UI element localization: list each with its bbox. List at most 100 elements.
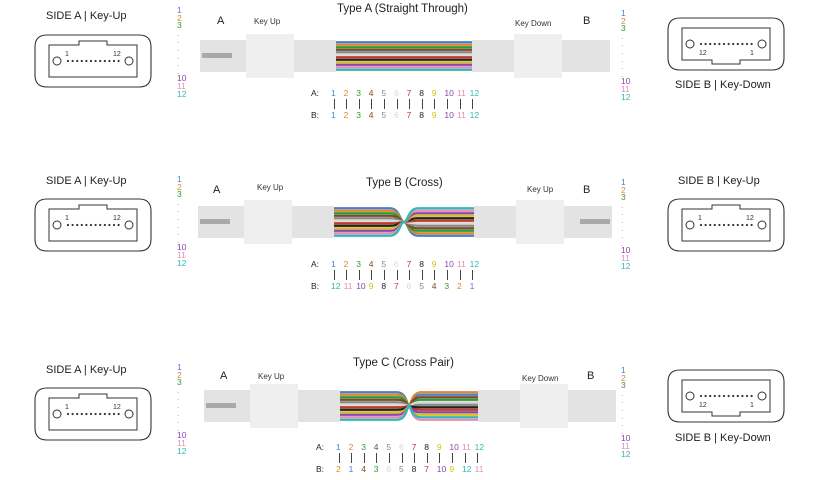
fiber-number: 3: [621, 23, 626, 34]
fiber-dot: [745, 223, 749, 227]
ferrule: [48, 40, 138, 78]
fiber-number: .: [621, 30, 624, 41]
fiber-dot: [750, 42, 753, 46]
map-top-number: 2: [348, 442, 354, 452]
map-bottom-number: 11: [457, 110, 466, 120]
guide-hole: [685, 391, 695, 401]
map-connector-line: [409, 270, 411, 280]
guide-hole: [124, 220, 134, 230]
ferrule: [681, 204, 771, 242]
fiber-dot: [80, 223, 83, 227]
fiber-dot: [66, 412, 70, 416]
fiber-number: 3: [177, 189, 182, 200]
fiber-number: 11: [621, 83, 630, 94]
map-a-label: A:: [311, 88, 320, 98]
map-connector-line: [351, 453, 353, 463]
right-boot: [562, 40, 610, 72]
polarity-type-title: Type B (Cross): [366, 177, 443, 189]
fiber-number: 10: [621, 245, 631, 256]
fiber-dot: [99, 412, 102, 416]
map-connector-line: [338, 453, 340, 463]
map-top-number: 6: [394, 259, 399, 269]
fiber-number: 1: [177, 174, 182, 184]
map-bottom-number: 7: [394, 281, 399, 291]
guide-hole: [757, 220, 767, 230]
right-strain-relief: [472, 40, 514, 72]
map-connector-line: [464, 453, 466, 463]
fiber-dot: [112, 412, 116, 416]
fiber-number: .: [621, 230, 624, 241]
map-bottom-number: 9: [449, 464, 455, 474]
map-top-number: 12: [469, 88, 480, 98]
right-strain-relief: [474, 206, 516, 238]
guide-hole: [52, 409, 62, 419]
side-a-label: SIDE A | Key-Up: [46, 364, 127, 376]
key-a-label: Key Up: [258, 372, 285, 381]
fiber-dot: [704, 42, 707, 46]
fiber-number: .: [621, 53, 624, 64]
fiber-dot: [76, 59, 79, 63]
ferrule: [48, 204, 138, 242]
fiber-number: .: [177, 422, 180, 433]
map-bottom-number: 8: [381, 281, 387, 291]
fiber-number: 3: [177, 20, 182, 31]
end-b-label: B: [583, 184, 591, 196]
fiber-dot: [103, 412, 106, 416]
map-bottom-number: 4: [368, 110, 374, 120]
fiber-number: .: [177, 204, 180, 215]
fiber-dot: [66, 223, 70, 227]
fiber-number: .: [177, 65, 180, 76]
map-top-number: 5: [386, 442, 392, 452]
side-b-label: SIDE B | Key-Up: [678, 175, 760, 187]
map-top-number: 3: [356, 88, 361, 98]
fiber-number: .: [621, 237, 624, 248]
ferrule: [681, 27, 771, 65]
fiber-dot: [713, 394, 716, 398]
map-connector-line: [333, 270, 335, 280]
fiber-dot: [750, 394, 753, 398]
fiber-dot: [108, 59, 111, 63]
map-connector-line: [383, 99, 385, 109]
ferrule: [681, 379, 771, 417]
fiber-dot: [85, 223, 88, 227]
map-bottom-number: 1: [469, 281, 475, 291]
fiber-dot: [99, 223, 102, 227]
map-bottom-number: 3: [444, 281, 450, 291]
left-housing: [246, 34, 294, 78]
fiber-dot: [713, 223, 716, 227]
map-top-number: 7: [411, 442, 417, 452]
map-top-number: 10: [449, 442, 459, 452]
map-top-number: 8: [419, 88, 424, 98]
map-bottom-number: 2: [343, 110, 349, 120]
fiber-dot: [709, 42, 712, 46]
fiber-number: 12: [177, 445, 187, 456]
fiber-dot: [741, 223, 744, 227]
fiber-dot: [718, 42, 721, 46]
fiber-position-label: 12: [699, 402, 707, 409]
fiber-dot: [732, 394, 735, 398]
fiber-dot: [117, 223, 120, 227]
map-top-number: 9: [431, 259, 437, 269]
fiber-dot: [103, 223, 106, 227]
map-bottom-number: 2: [336, 464, 341, 474]
fiber-number: .: [177, 211, 180, 222]
map-connector-line: [446, 99, 448, 109]
fiber-number: .: [177, 35, 180, 46]
map-top-number: 4: [373, 442, 379, 452]
right-housing: [516, 200, 564, 244]
guide-hole: [52, 220, 62, 230]
fiber-number: .: [177, 58, 180, 69]
map-bottom-number: 7: [406, 110, 412, 120]
map-b-label: B:: [311, 281, 320, 291]
fiber-number: .: [177, 27, 180, 38]
map-bottom-number: 9: [431, 110, 437, 120]
fiber-number: 3: [621, 380, 626, 391]
map-top-number: 10: [444, 259, 454, 269]
map-connector-line: [388, 453, 390, 463]
fiber-number: 1: [621, 365, 626, 375]
fiber-number: 2: [177, 12, 182, 23]
